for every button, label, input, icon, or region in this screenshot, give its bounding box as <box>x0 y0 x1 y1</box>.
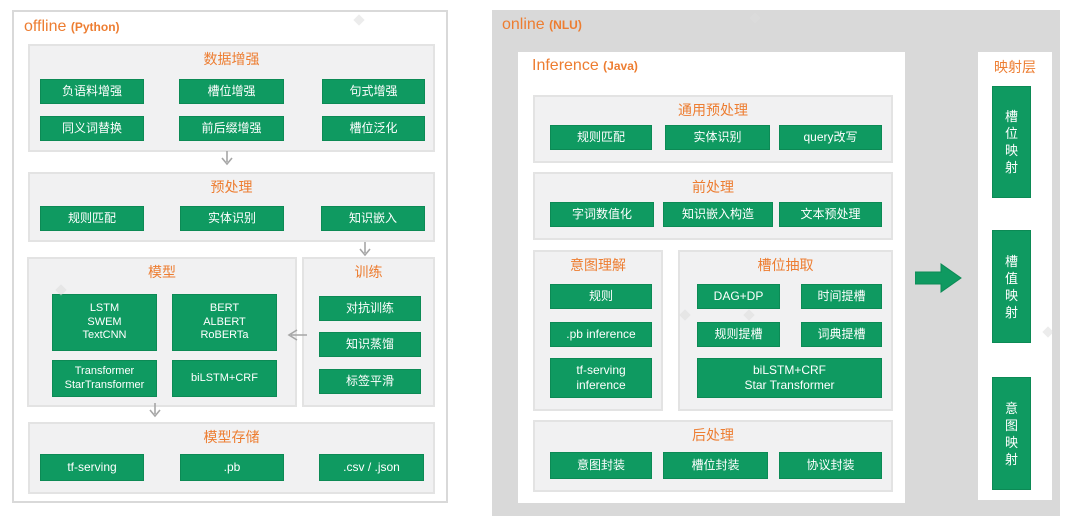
node-sentence-aug: 句式增强 <box>322 79 425 104</box>
section-training: 训练 对抗训练 知识蒸馏 标签平滑 <box>302 257 435 407</box>
node-negative-corpus-aug: 负语料增强 <box>40 79 144 104</box>
node-time-slot: 时间提槽 <box>801 284 882 309</box>
online-panel-title: online (NLU) <box>502 16 582 34</box>
online-title: online <box>502 16 545 33</box>
section-model: 模型 LSTM SWEM TextCNN BERT ALBERT RoBERTa… <box>27 257 297 407</box>
node-knowledge-distill: 知识蒸馏 <box>319 332 421 357</box>
node-dag-dp: DAG+DP <box>697 284 780 309</box>
section-title: 通用预处理 <box>678 102 748 118</box>
node-rule-slot: 规则提槽 <box>697 322 780 347</box>
online-subtitle: (NLU) <box>549 18 582 32</box>
node-tf-serving: tf-serving <box>40 454 144 481</box>
node-tf-serving-inference: tf-serving inference <box>550 358 652 398</box>
mapping-layer-box: 映射层 槽位映射 槽值映射 意图映射 <box>978 52 1052 500</box>
section-title: 意图理解 <box>570 257 626 273</box>
section-post-process: 后处理 意图封装 槽位封装 协议封装 <box>533 420 893 492</box>
section-title: 槽位抽取 <box>757 257 814 273</box>
inference-box: Inference (Java) 通用预处理 规则匹配 实体识别 query改写… <box>518 52 905 503</box>
node-rule-match-online: 规则匹配 <box>550 125 652 150</box>
section-title: 预处理 <box>210 179 253 195</box>
node-lstm-swem-textcnn: LSTM SWEM TextCNN <box>52 294 157 351</box>
node-label-smoothing: 标签平滑 <box>319 369 421 394</box>
section-title: 后处理 <box>692 427 734 443</box>
section-title: 模型 <box>148 264 176 280</box>
section-data-augmentation: 数据增强 负语料增强 槽位增强 句式增强 同义词替换 前后缀增强 槽位泛化 <box>28 44 435 152</box>
section-intent-understanding: 意图理解 规则 .pb inference tf-serving inferen… <box>533 250 663 411</box>
section-general-preprocess: 通用预处理 规则匹配 实体识别 query改写 <box>533 95 893 163</box>
arrow-left-icon <box>287 329 307 341</box>
node-slot-value-mapping: 槽值映射 <box>992 230 1031 343</box>
section-slot-extraction: 槽位抽取 DAG+DP 时间提槽 规则提槽 词典提槽 biLSTM+CRF St… <box>678 250 893 411</box>
section-model-storage: 模型存储 tf-serving .pb .csv / .json <box>28 422 435 494</box>
node-entity-recognition: 实体识别 <box>180 206 284 231</box>
section-title: 模型存储 <box>203 429 260 445</box>
arrow-down-icon <box>221 151 233 166</box>
node-bert-albert-roberta: BERT ALBERT RoBERTa <box>172 294 277 351</box>
node-pb-inference: .pb inference <box>550 322 652 347</box>
node-entity-recognition-online: 实体识别 <box>665 125 770 150</box>
inference-box-title: Inference (Java) <box>532 57 638 75</box>
node-query-rewrite: query改写 <box>779 125 882 150</box>
node-bilstm-crf-star-transformer: biLSTM+CRF Star Transformer <box>697 358 882 398</box>
node-csv-json: .csv / .json <box>319 454 424 481</box>
section-pre-process: 前处理 字词数值化 知识嵌入构造 文本预处理 <box>533 172 893 240</box>
arrow-down-icon <box>149 403 161 418</box>
node-transformer: Transformer StarTransformer <box>52 360 157 397</box>
offline-subtitle: (Python) <box>70 20 120 34</box>
node-intent-mapping: 意图映射 <box>992 377 1031 490</box>
node-protocol-package: 协议封装 <box>779 452 882 479</box>
node-dict-slot: 词典提槽 <box>801 322 882 347</box>
section-title: 数据增强 <box>203 51 260 67</box>
section-title: 前处理 <box>692 179 734 195</box>
node-bilstm-crf: biLSTM+CRF <box>172 360 277 397</box>
node-pb: .pb <box>180 454 284 481</box>
mapping-layer-title: 映射层 <box>994 59 1036 75</box>
online-panel: online (NLU) Inference (Java) 通用预处理 规则匹配… <box>492 10 1060 516</box>
offline-panel-title: offline (Python) <box>24 18 120 36</box>
node-intent-package: 意图封装 <box>550 452 652 479</box>
node-rule-match: 规则匹配 <box>40 206 144 231</box>
node-affix-aug: 前后缀增强 <box>179 116 284 141</box>
node-slot-aug: 槽位增强 <box>179 79 284 104</box>
node-synonym-replace: 同义词替换 <box>40 116 144 141</box>
offline-title: offline <box>24 18 67 35</box>
arrow-right-block-icon <box>915 263 962 293</box>
node-knowledge-embed-build: 知识嵌入构造 <box>663 202 773 227</box>
node-adversarial-training: 对抗训练 <box>319 296 421 321</box>
node-slot-mapping: 槽位映射 <box>992 86 1031 198</box>
node-slot-package: 槽位封装 <box>663 452 768 479</box>
inference-title: Inference <box>532 57 599 74</box>
node-word-numericalize: 字词数值化 <box>550 202 654 227</box>
inference-subtitle: (Java) <box>603 59 638 73</box>
section-preprocess: 预处理 规则匹配 实体识别 知识嵌入 <box>28 172 435 242</box>
node-slot-generalize: 槽位泛化 <box>322 116 425 141</box>
node-text-preprocess: 文本预处理 <box>779 202 882 227</box>
offline-panel: offline (Python) 数据增强 负语料增强 槽位增强 句式增强 同义… <box>12 10 448 503</box>
node-knowledge-embed: 知识嵌入 <box>321 206 425 231</box>
arrow-down-icon <box>359 242 371 257</box>
node-rules: 规则 <box>550 284 652 309</box>
section-title: 训练 <box>354 264 383 280</box>
